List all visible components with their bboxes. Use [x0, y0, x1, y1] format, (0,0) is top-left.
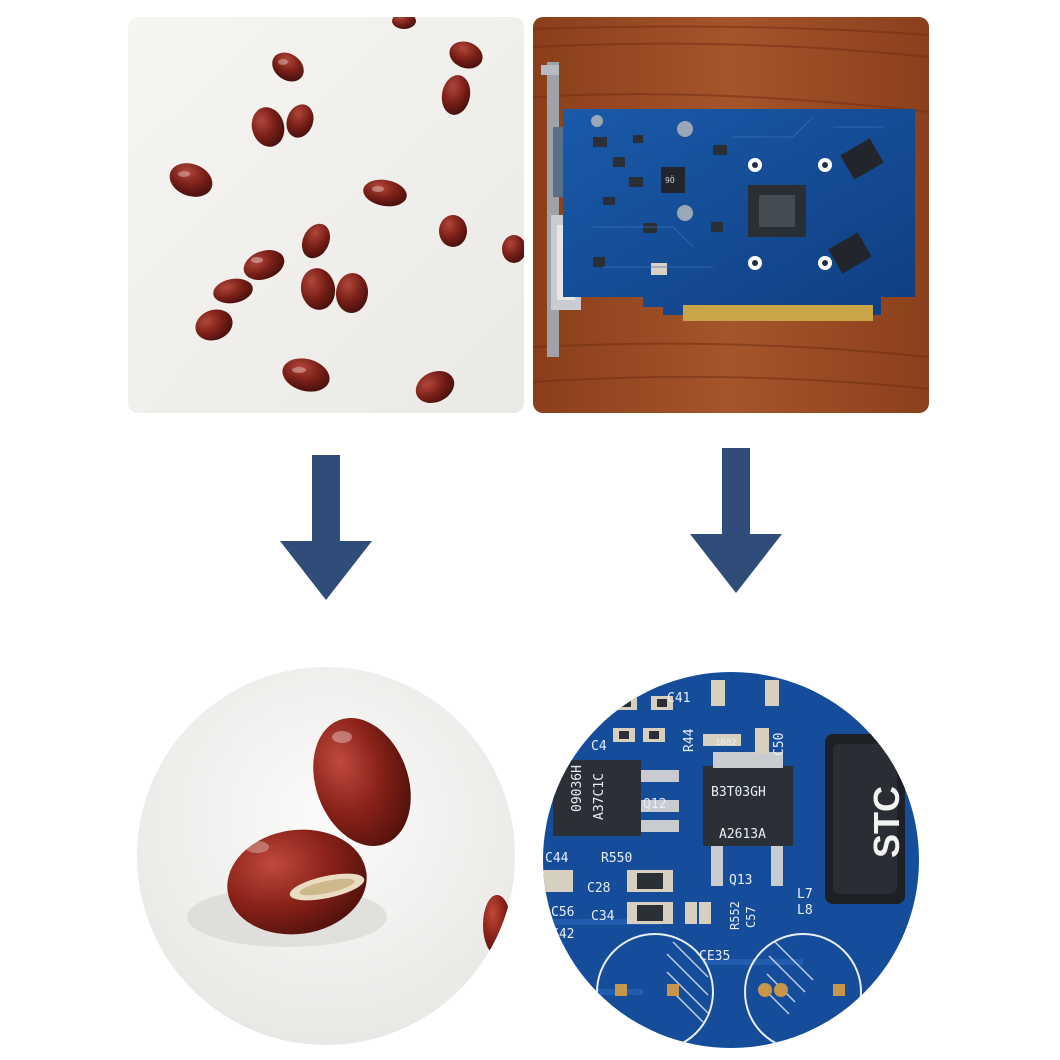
silk-label: C50 — [772, 733, 787, 756]
silk-label: R44 — [682, 728, 697, 752]
silk-label: C42 — [551, 927, 574, 942]
red-beans-illustration — [128, 17, 524, 413]
silk-label: R552 — [728, 901, 742, 930]
silk-label: CE35 — [699, 949, 730, 964]
silk-label: C34 — [591, 909, 615, 924]
silk-label: C41 — [667, 691, 690, 706]
chip-label: 9Ö — [665, 175, 675, 185]
silk-label: Q12 — [643, 797, 666, 812]
graphics-card-illustration: 9Ö — [533, 17, 929, 413]
silk-label: C56 — [551, 905, 574, 920]
down-arrow-icon — [280, 455, 372, 600]
graphics-card-photo: 9Ö — [533, 17, 929, 413]
silk-label: C28 — [587, 881, 610, 896]
chip-marking: A37C1C — [592, 773, 607, 820]
silk-label: Q13 — [729, 873, 752, 888]
silk-label: C44 — [545, 851, 569, 866]
down-arrow-icon — [690, 448, 782, 593]
chip-marking: B3T03GH — [711, 785, 766, 800]
silk-label: L7 — [797, 887, 813, 902]
silk-label: 1802 — [715, 738, 737, 748]
red-bean-closeup — [137, 667, 515, 1045]
scattered-beans — [169, 17, 524, 404]
chip-marking: A2613A — [719, 827, 766, 842]
red-beans-photo — [128, 17, 524, 413]
silk-label: C57 — [744, 906, 758, 928]
pcb-closeup-illustration: 09036H A37C1C B3T03GH A2613A STC C41 — [543, 672, 919, 1048]
stc-label: STC — [866, 786, 907, 858]
pcb-closeup: 09036H A37C1C B3T03GH A2613A STC C41 — [543, 672, 919, 1048]
silk-label: L8 — [797, 903, 813, 918]
chip-marking: 09036H — [570, 765, 585, 812]
bean-closeup-illustration — [137, 667, 515, 1045]
silk-label: C4 — [591, 739, 607, 754]
silk-label: R550 — [601, 851, 632, 866]
